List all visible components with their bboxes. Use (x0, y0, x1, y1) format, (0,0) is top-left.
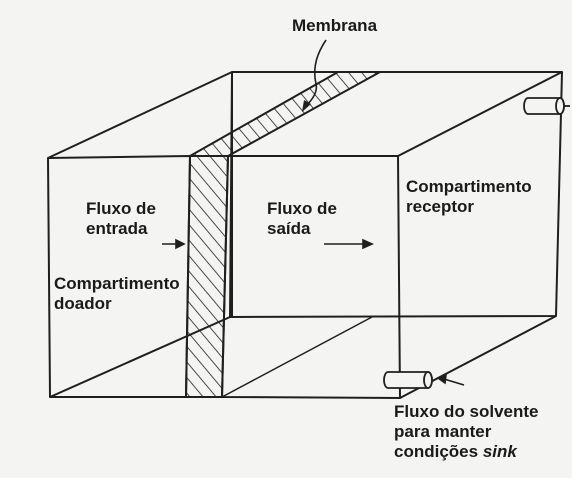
top-port-tube (523, 97, 570, 115)
outflow-arrow-head (362, 238, 374, 250)
membrane-pointer-head (302, 100, 311, 112)
receptor-label: Compartimento receptor (406, 177, 532, 217)
solvent-label-line1: Fluxo do solvente (394, 402, 539, 421)
receptor-label-line1: Compartimento (406, 177, 532, 196)
bottom-port-tube (383, 371, 433, 389)
outflow-label: Fluxo de saída (267, 199, 337, 239)
receptor-front-face (221, 155, 401, 399)
receptor-label-line2: receptor (406, 197, 475, 216)
membrane-label-text: Membrana (292, 16, 378, 35)
donor-label-line1: Compartimento (54, 274, 180, 293)
solvent-arrow-head (436, 373, 447, 385)
outflow-label-line1: Fluxo de (267, 199, 337, 218)
solvent-arrow (443, 378, 465, 386)
top-right-edge (397, 71, 563, 157)
inflow-label-line1: Fluxo de (86, 199, 156, 218)
inflow-label: Fluxo de entrada (86, 199, 156, 239)
top-left-edge (47, 71, 233, 159)
membrane-slab (184, 71, 381, 398)
donor-label: Compartimento doador (54, 274, 180, 314)
solvent-label-line3: condições sink (394, 442, 539, 462)
outflow-label-line2: saída (267, 219, 311, 238)
donor-label-line2: doador (54, 294, 112, 313)
solvent-label-conditions: condições (394, 442, 479, 461)
inflow-arrow-head (175, 238, 186, 250)
membrane-label: Membrana (292, 16, 377, 36)
inflow-label-line2: entrada (86, 219, 148, 238)
solvent-label-line2: para manter (394, 422, 492, 441)
solvent-label-sink: sink (482, 442, 517, 461)
membrane-pointer (305, 39, 327, 107)
solvent-label: Fluxo do solvente para manter condições … (394, 402, 539, 462)
